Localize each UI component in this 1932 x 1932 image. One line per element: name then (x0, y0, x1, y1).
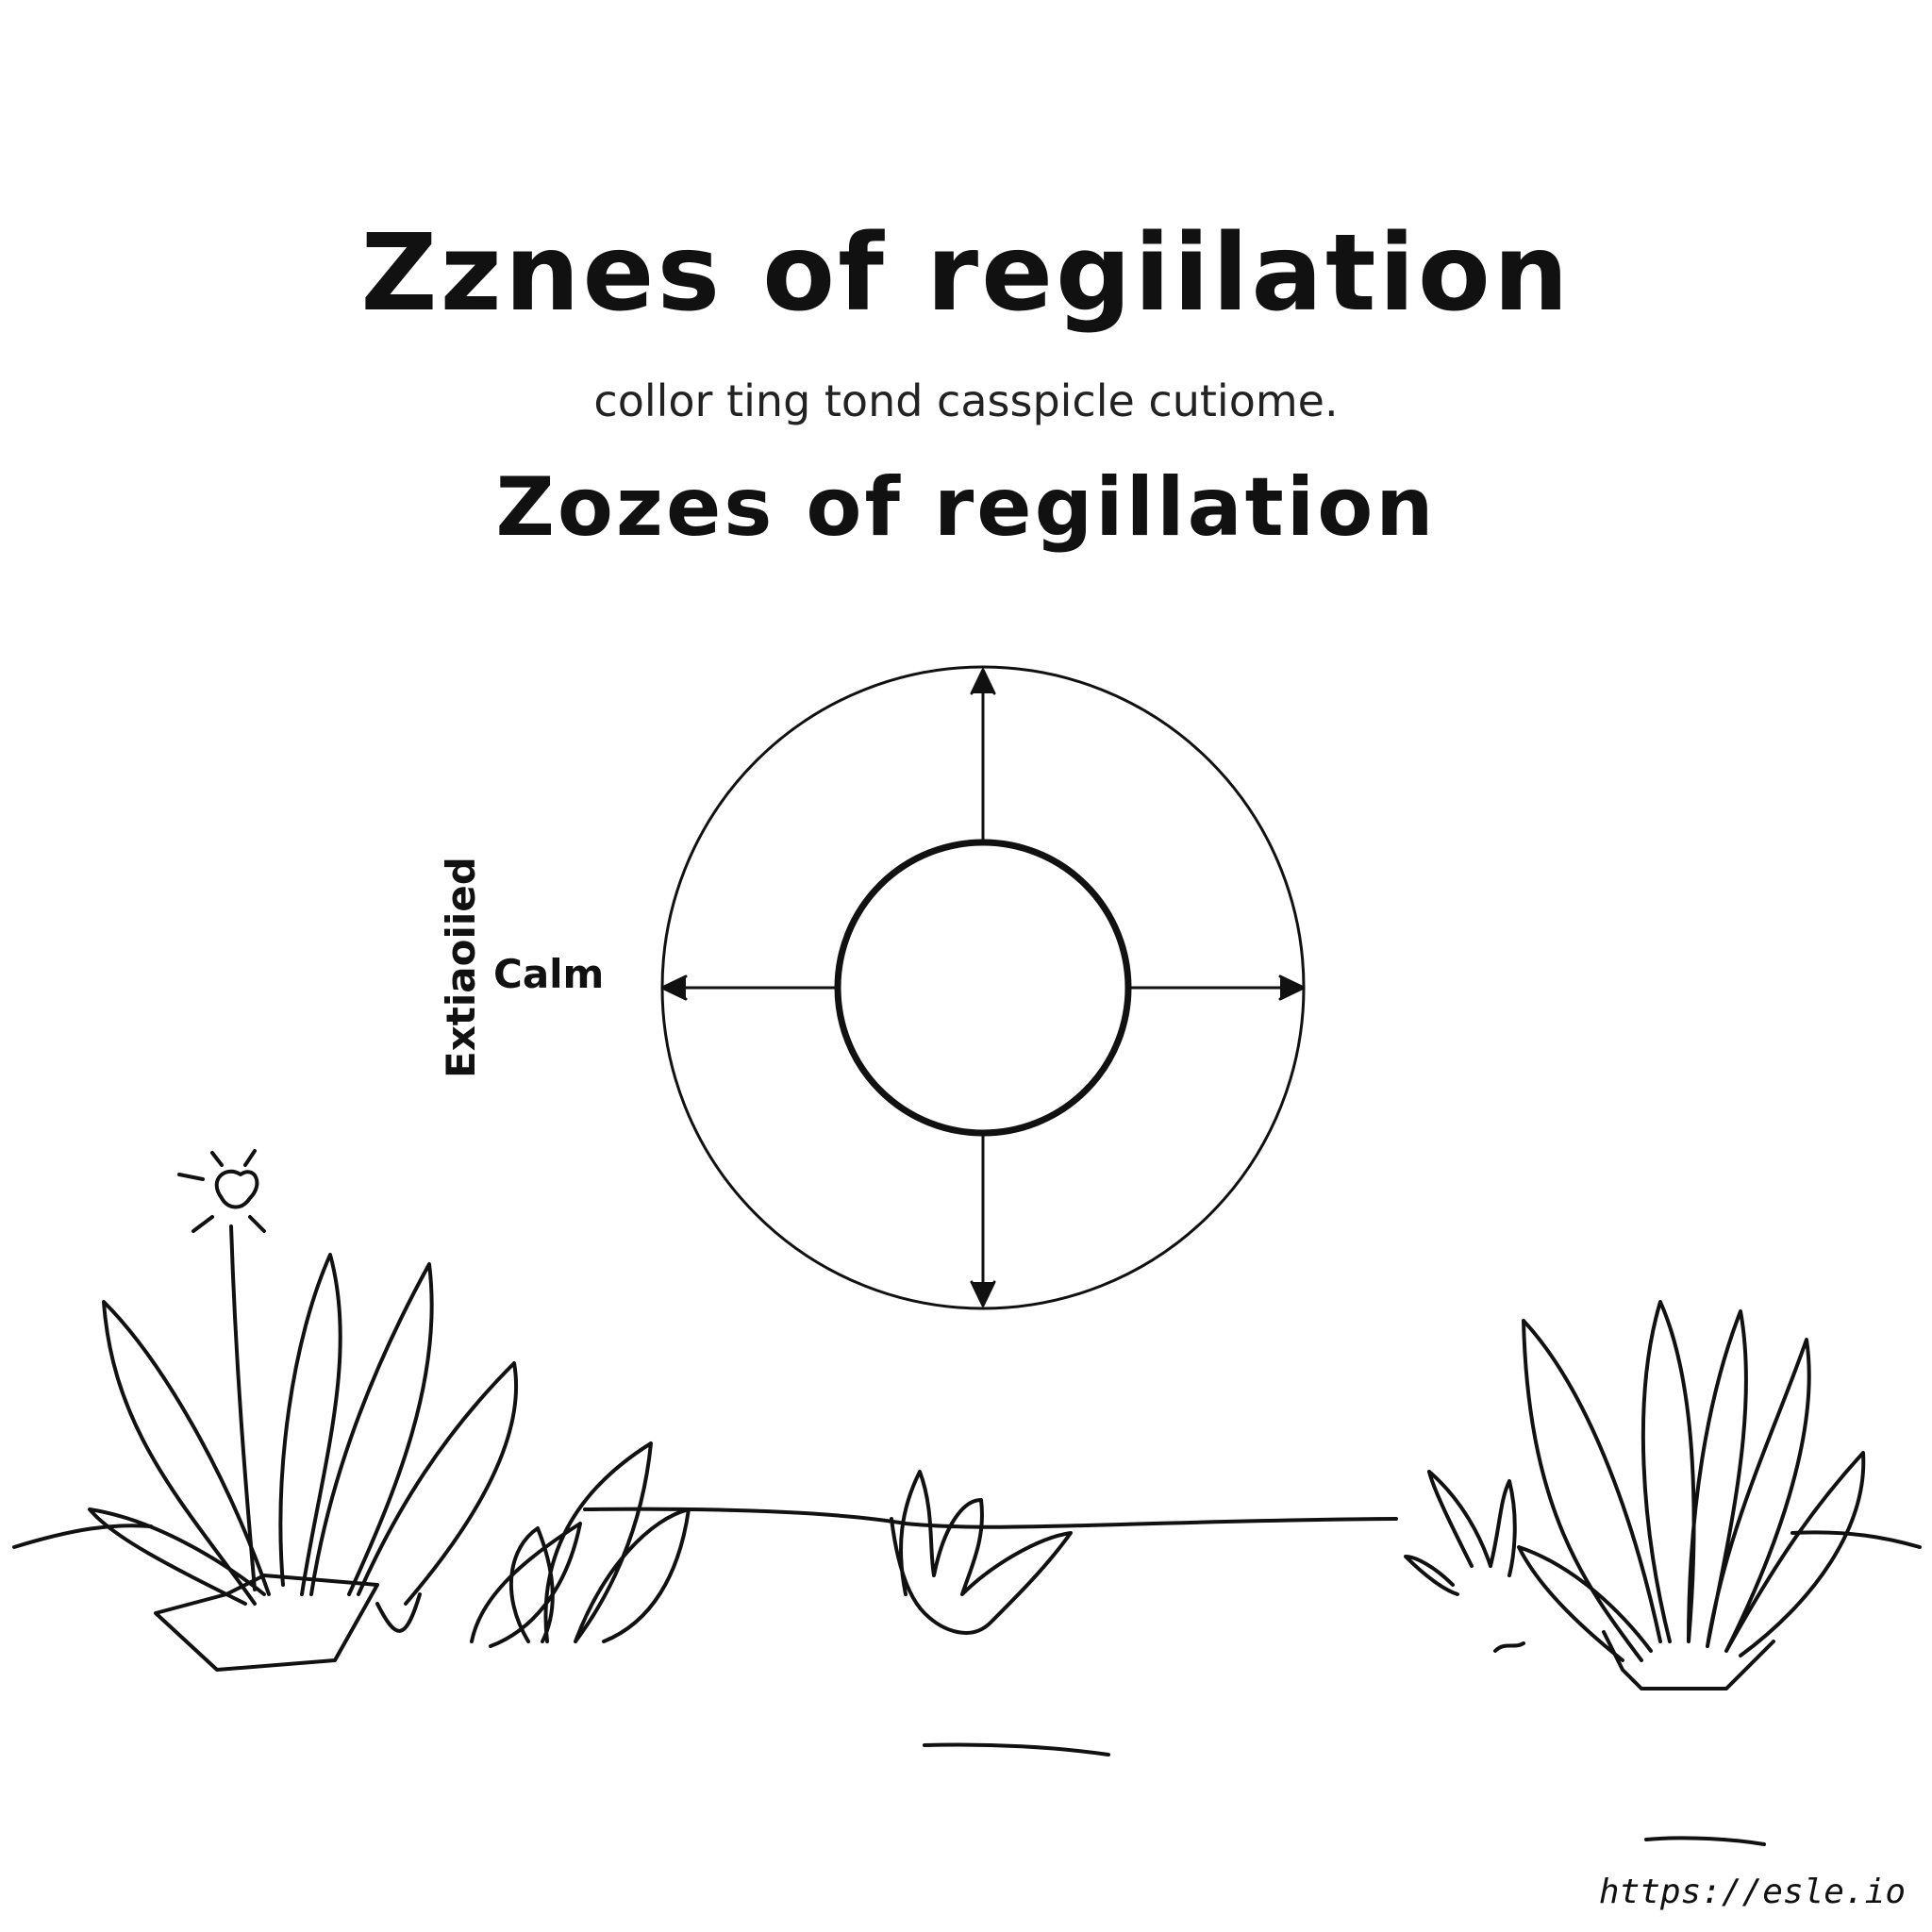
right-plant (1517, 1300, 1866, 1690)
ground-and-plants (12, 1149, 1922, 1846)
arrows (660, 668, 1306, 1307)
dandelion (177, 1149, 266, 1233)
ground-line (12, 1507, 1922, 1549)
secondary-heading: Zozes of regillation (495, 460, 1437, 555)
page-title: Zznes of regiilation (360, 212, 1572, 335)
inner-circle (834, 839, 1132, 1137)
watermark: https://esle.io (1598, 1873, 1906, 1911)
calm-label: Calm (493, 951, 605, 997)
small-plant-right (1404, 1470, 1517, 1596)
sprout-middle (890, 1470, 1073, 1635)
subtitle: collor ting tond casspicle cutiome. (593, 375, 1339, 426)
zones-circle-diagram (660, 665, 1306, 1310)
small-plant-left (375, 1441, 691, 1648)
left-plant (88, 1224, 518, 1672)
vertical-label: Extiaoiied (438, 857, 484, 1078)
